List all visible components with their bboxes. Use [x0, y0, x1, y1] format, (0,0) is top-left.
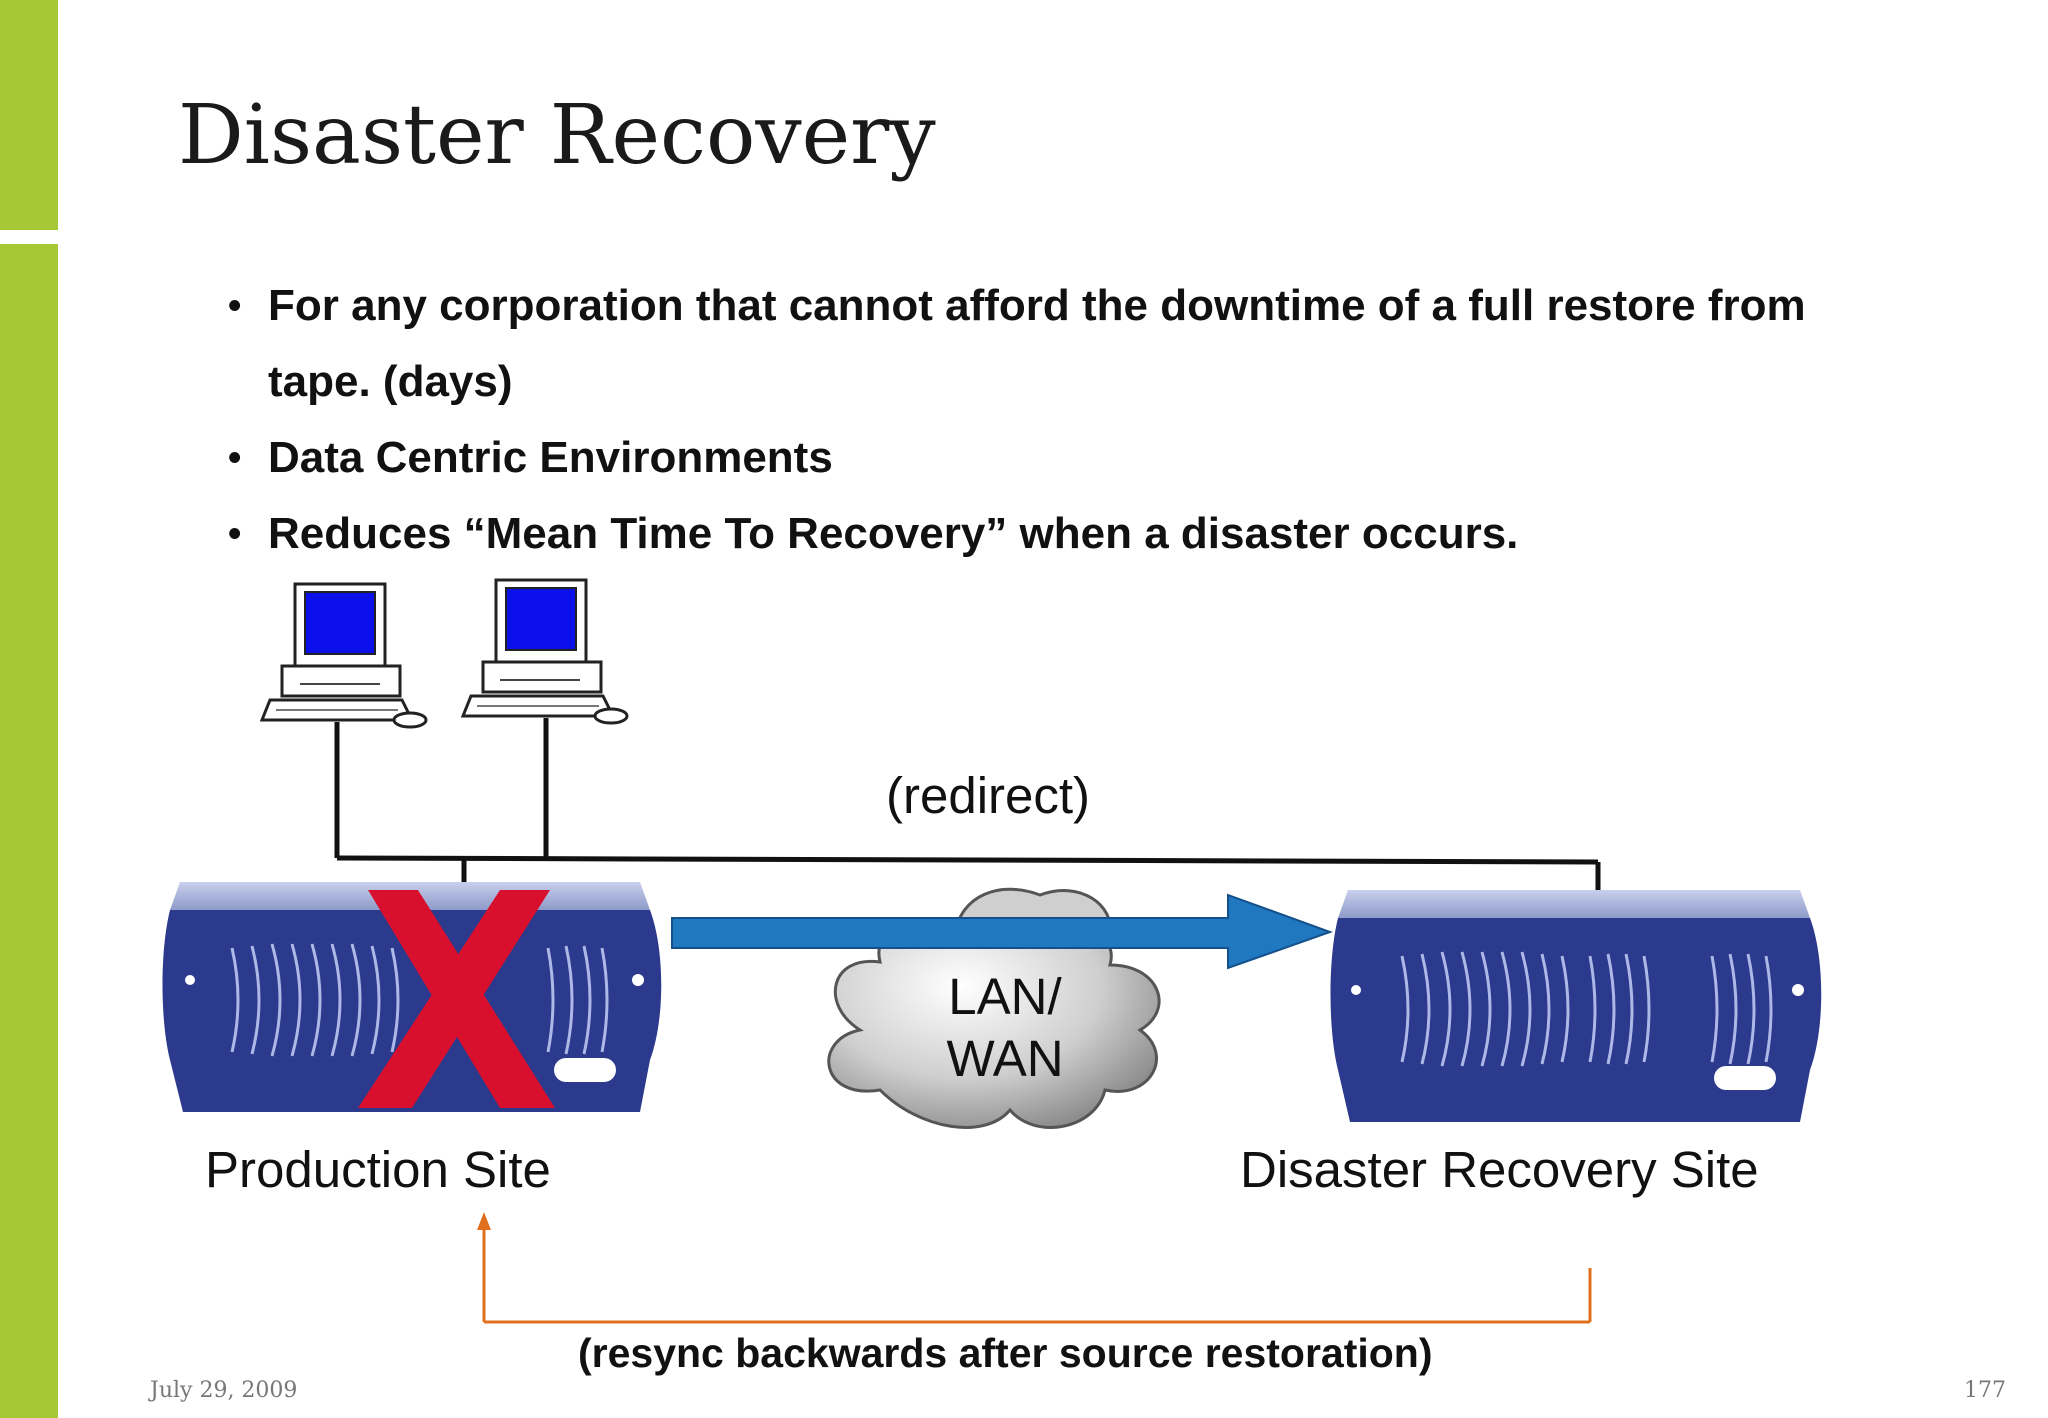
bullet-item: • Reduces “Mean Time To Recovery” when a … [228, 496, 1868, 572]
bullet-text: For any corporation that cannot afford t… [268, 281, 1806, 406]
network-connection-lines [334, 718, 1601, 892]
server-icon [1330, 890, 1822, 1122]
accent-bar-top [0, 0, 58, 230]
cloud-label-line2: WAN [946, 1030, 1064, 1087]
bullet-text: Data Centric Environments [268, 433, 833, 482]
bullet-dot-icon: • [228, 285, 242, 327]
dr-site-label: Disaster Recovery Site [1240, 1141, 1759, 1198]
resync-arrowhead-icon [477, 1212, 491, 1230]
workstation-icon [460, 578, 629, 725]
workstation-icon [259, 582, 428, 729]
redirect-label: (redirect) [886, 767, 1091, 824]
cloud-label-line1: LAN/ [948, 968, 1062, 1025]
production-site-label: Production Site [205, 1141, 551, 1198]
footer-date: July 29, 2009 [150, 1378, 298, 1403]
failure-x-icon [358, 890, 555, 1108]
bullet-item: • Data Centric Environments [228, 420, 1868, 496]
cloud-label: LAN/ WAN [930, 966, 1080, 1090]
bullet-dot-icon: • [228, 437, 242, 479]
bullet-text: Reduces “Mean Time To Recovery” when a d… [268, 509, 1519, 558]
resync-label: (resync backwards after source restorati… [578, 1330, 1433, 1376]
resync-arrow-icon [482, 1228, 1592, 1324]
bullet-dot-icon: • [228, 513, 242, 555]
arrow-icon [671, 893, 1333, 970]
page-number: 177 [1964, 1378, 2006, 1403]
slide-title: Disaster Recovery [178, 88, 936, 183]
accent-bar-bottom [0, 244, 58, 1418]
bullet-list: • For any corporation that cannot afford … [228, 268, 1868, 572]
bullet-item: • For any corporation that cannot afford … [228, 268, 1868, 420]
